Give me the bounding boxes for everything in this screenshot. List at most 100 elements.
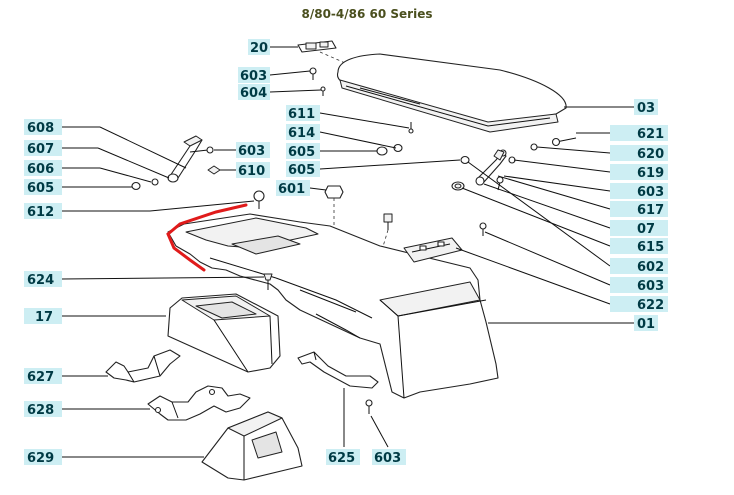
part-605-nut: [376, 146, 388, 156]
part-620-washer: [530, 143, 538, 151]
diagram-title: 8/80-4/86 60 Series: [301, 7, 433, 21]
callout-625: 625: [326, 449, 360, 466]
part-604-screw: [320, 86, 326, 96]
part-606-washer: [151, 178, 159, 186]
callout-629: 629: [24, 449, 62, 466]
svg-text:07: 07: [637, 222, 655, 237]
svg-text:602: 602: [637, 260, 664, 275]
svg-text:628: 628: [27, 403, 54, 418]
part-603-screw-side: [479, 222, 487, 236]
callout-603-top: 603: [238, 67, 270, 84]
svg-text:17: 17: [35, 310, 53, 325]
svg-text:03: 03: [637, 101, 655, 116]
svg-text:621: 621: [637, 127, 664, 142]
callout-622: 622: [610, 296, 668, 313]
svg-text:603: 603: [238, 144, 265, 159]
callout-608: 608: [24, 119, 62, 136]
callout-604: 604: [238, 84, 270, 101]
svg-text:619: 619: [637, 166, 664, 181]
svg-text:20: 20: [250, 41, 268, 56]
svg-text:603: 603: [637, 279, 664, 294]
part-603-screw-615: [383, 213, 393, 230]
callout-03: 03: [634, 99, 658, 116]
svg-text:625: 625: [328, 451, 355, 466]
svg-text:601: 601: [278, 182, 305, 197]
svg-text:603: 603: [637, 185, 664, 200]
part-611-screw: [408, 122, 414, 134]
callout-20: 20: [248, 39, 270, 56]
part-603-screw-top: [309, 67, 317, 80]
part-603-screw-bracket: [189, 146, 214, 154]
callout-611: 611: [286, 105, 320, 122]
svg-text:627: 627: [27, 370, 54, 385]
callout-603-latch: 603: [610, 183, 668, 200]
part-07-bush: [451, 181, 465, 191]
svg-text:622: 622: [637, 298, 664, 313]
callout-620: 620: [610, 145, 668, 162]
svg-text:612: 612: [27, 205, 54, 220]
callout-602: 602: [610, 258, 668, 275]
callout-605-left: 605: [24, 179, 62, 196]
callout-617: 617: [610, 201, 668, 218]
part-608-bracket: [169, 135, 203, 179]
callout-601: 601: [276, 180, 310, 197]
callout-17: 17: [24, 308, 62, 325]
highlight-edge: [166, 203, 248, 272]
svg-text:617: 617: [637, 203, 664, 218]
part-601-nut: [324, 185, 344, 199]
callout-603-bottom: 603: [372, 449, 406, 466]
svg-text:603: 603: [374, 451, 401, 466]
part-628-bracket: [147, 385, 251, 421]
callout-628: 628: [24, 401, 62, 418]
part-625-bracket: [297, 351, 379, 389]
callout-603-bracket: 603: [236, 142, 270, 159]
svg-text:611: 611: [288, 107, 315, 122]
svg-text:610: 610: [238, 164, 265, 179]
callout-619: 619: [610, 164, 668, 181]
part-621-screw: [551, 137, 577, 147]
part-605-nut-right: [460, 155, 470, 165]
callout-603-side: 603: [610, 277, 668, 294]
callout-607: 607: [24, 140, 62, 157]
part-607-bush: [167, 173, 179, 183]
part-03-lid: [336, 53, 567, 133]
callout-614: 614: [286, 124, 320, 141]
svg-text:605: 605: [27, 181, 54, 196]
part-603-screw-bottom: [365, 399, 373, 414]
callout-605-right: 605: [286, 161, 320, 178]
svg-text:606: 606: [27, 162, 54, 177]
part-610-screw: [207, 165, 228, 175]
part-20-hinge-plate: [297, 40, 337, 53]
part-17-tray: [167, 293, 281, 373]
callout-07: 07: [610, 220, 668, 237]
svg-text:624: 624: [27, 273, 54, 288]
callout-606: 606: [24, 160, 62, 177]
part-629-support: [201, 411, 303, 481]
callout-01: 01: [634, 315, 658, 332]
callout-615: 615: [610, 238, 668, 255]
svg-text:615: 615: [637, 240, 664, 255]
svg-text:01: 01: [637, 317, 655, 332]
svg-text:614: 614: [288, 126, 315, 141]
svg-text:629: 629: [27, 451, 54, 466]
svg-text:605: 605: [288, 145, 315, 160]
part-624-screw: [263, 273, 273, 290]
svg-text:608: 608: [27, 121, 54, 136]
part-612-screw: [253, 190, 265, 209]
svg-text:603: 603: [240, 69, 267, 84]
svg-text:607: 607: [27, 142, 54, 157]
callout-621: 621: [610, 125, 668, 142]
callout-624: 624: [24, 271, 62, 288]
svg-text:620: 620: [637, 147, 664, 162]
callout-612: 612: [24, 203, 62, 220]
svg-text:605: 605: [288, 163, 315, 178]
svg-text:604: 604: [240, 86, 267, 101]
callout-610: 610: [236, 162, 270, 179]
leader-lines: [61, 46, 634, 458]
part-627-bracket: [105, 349, 181, 383]
callout-605-mid: 605: [286, 143, 320, 160]
part-605-nut-left: [131, 181, 141, 191]
callout-627: 627: [24, 368, 62, 385]
